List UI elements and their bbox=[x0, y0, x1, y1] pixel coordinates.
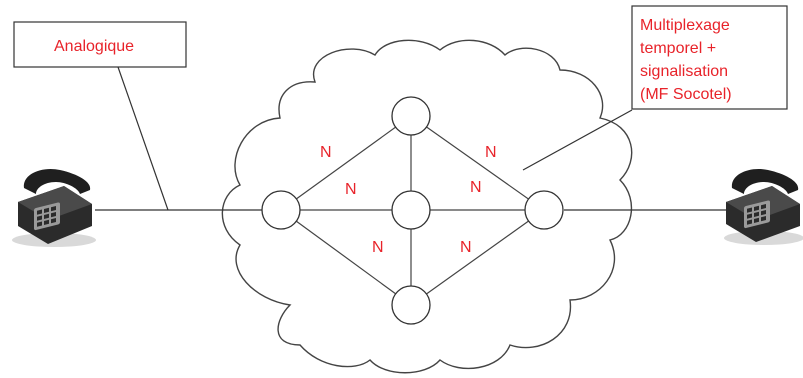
telephone-icon bbox=[724, 169, 803, 245]
access-callout-label: Analogique bbox=[54, 38, 134, 55]
node-right bbox=[525, 191, 563, 229]
network-callout: Multiplexage temporel + signalisation (M… bbox=[632, 6, 787, 109]
link-marker: N bbox=[320, 144, 332, 161]
link-marker: N bbox=[460, 239, 472, 256]
link-left-bottom bbox=[281, 210, 411, 305]
link-marker: N bbox=[470, 179, 482, 196]
node-center bbox=[392, 191, 430, 229]
link-bottom-right bbox=[411, 210, 544, 305]
network-callout-line-4: (MF Socotel) bbox=[640, 86, 732, 103]
node-bottom bbox=[392, 286, 430, 324]
callout-pointer-access bbox=[118, 67, 168, 210]
access-callout: Analogique bbox=[14, 22, 186, 67]
node-left bbox=[262, 191, 300, 229]
telephone-icon bbox=[12, 169, 96, 247]
link-marker: N bbox=[345, 181, 357, 198]
link-marker: N bbox=[372, 239, 384, 256]
link-marker: N bbox=[485, 144, 497, 161]
callout-pointer-network bbox=[523, 110, 632, 170]
network-callout-line-2: temporel + bbox=[640, 40, 716, 57]
network-callout-line-3: signalisation bbox=[640, 63, 728, 80]
node-top bbox=[392, 97, 430, 135]
network-callout-line-1: Multiplexage bbox=[640, 17, 730, 34]
